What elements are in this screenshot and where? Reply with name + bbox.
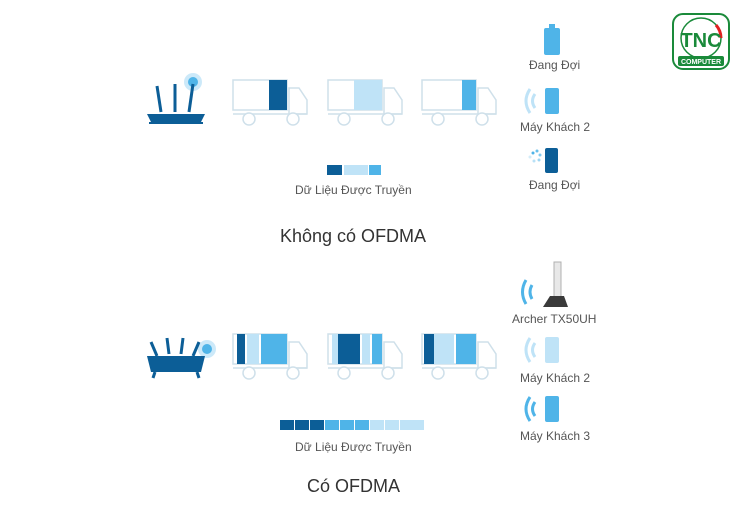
client-bottom-2-label: Máy Khách 2 xyxy=(520,371,590,385)
phone-full-battery-icon xyxy=(543,24,561,56)
router-top-icon xyxy=(143,70,209,126)
phone-loading-icon xyxy=(527,147,561,175)
client-top-2-label: Máy Khách 2 xyxy=(520,120,590,134)
truck-bottom-2 xyxy=(326,332,406,382)
data-label-top: Dữ Liệu Được Truyền xyxy=(295,183,412,197)
client-bottom-1-label: Archer TX50UH xyxy=(512,312,596,326)
truck-top-3 xyxy=(420,78,500,128)
client-top-1-label: Đang Đợi xyxy=(529,58,580,72)
truck-bottom-1 xyxy=(231,332,311,382)
truck-top-1 xyxy=(231,78,311,128)
logo-subtitle-text: COMPUTER xyxy=(681,59,721,66)
truck-bottom-3 xyxy=(420,332,500,382)
client-top-3-label: Đang Đợi xyxy=(529,178,580,192)
phone-wifi-icon xyxy=(520,335,564,365)
tnc-logo: TNC COMPUTER xyxy=(672,13,730,70)
data-bar-top xyxy=(327,165,381,175)
phone-wifi-icon xyxy=(520,86,564,116)
phone-wifi-icon xyxy=(520,394,564,424)
data-bar-bottom xyxy=(280,420,424,430)
client-bottom-3-label: Máy Khách 3 xyxy=(520,429,590,443)
truck-top-2 xyxy=(326,78,406,128)
usb-adapter-icon xyxy=(516,260,572,310)
logo-brand-text: TNC xyxy=(680,30,721,52)
section-title-top: Không có OFDMA xyxy=(280,226,426,247)
section-title-bottom: Có OFDMA xyxy=(307,476,400,497)
router-bottom-icon xyxy=(143,334,219,380)
data-label-bottom: Dữ Liệu Được Truyền xyxy=(295,440,412,454)
